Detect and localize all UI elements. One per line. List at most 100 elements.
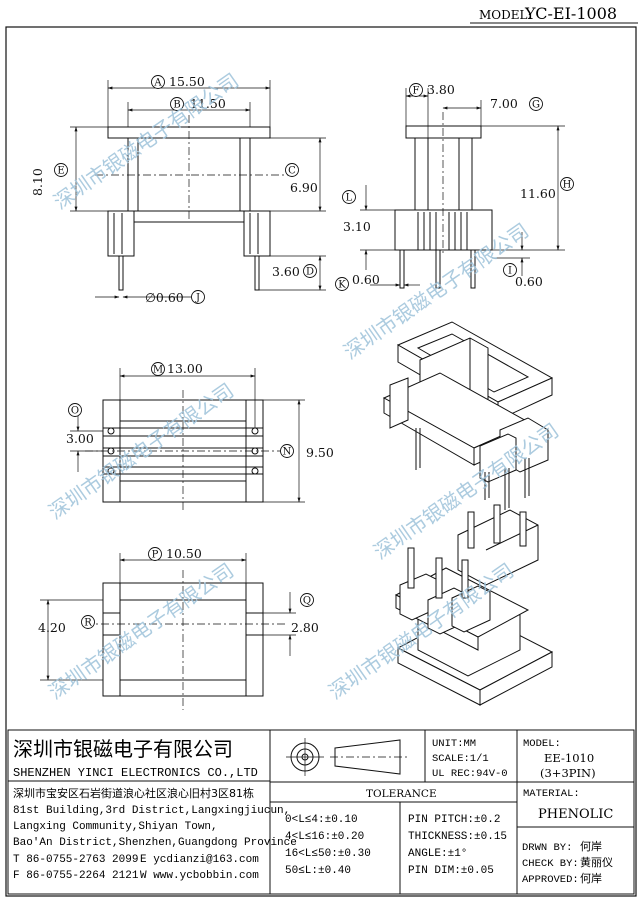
check-by-label: CHECK BY: [522,858,579,870]
svg-text:B: B [173,100,180,111]
tolerance-right-1: PIN PITCH:±0.2 [408,814,500,826]
dim-marker-r: R [81,615,95,629]
dim-marker-i: I [503,263,517,277]
address-en-line-1: 81st Building,3rd District,Langxingjiucu… [13,805,290,817]
dim-b-value: 11.50 [190,96,226,111]
address-en-line-3: Bao'An District,Shenzhen,Guangdong Provi… [13,837,297,849]
dim-marker-g: G [529,97,543,111]
dim-marker-j: J [191,290,205,304]
dim-q-value: 2.80 [291,620,319,635]
company-name-en: SHENZHEN YINCI ELECTRONICS CO.,LTD [13,766,258,780]
tolerance-right-4: PIN DIM:±0.05 [408,865,494,877]
dim-g-value: 7.00 [490,96,518,111]
tolerance-right-3: ANGLE:±1° [408,848,467,860]
bottom-view [40,553,296,710]
svg-text:C: C [288,166,296,177]
approved-by-label: APPROVED: [522,874,579,886]
isometric-view-assembled [382,321,554,510]
tolerance-left-1: 0<L≤4:±0.10 [285,814,358,826]
watermark-text: 深圳市银磁电子有限公司 [49,68,243,214]
unit-label: UNIT:MM [432,738,476,750]
title-block-text: 深圳市银磁电子有限公司 SHENZHEN YINCI ELECTRONICS C… [13,737,613,886]
watermark-text: 深圳市银磁电子有限公司 [44,558,238,704]
dim-a-value: 15.50 [169,74,205,89]
svg-text:E: E [57,166,64,177]
dim-o-value: 3.00 [66,431,94,446]
dim-marker-c: C [285,163,299,177]
svg-text:K: K [338,280,346,291]
dim-marker-b: B [170,97,184,111]
tolerance-title: TOLERANCE [366,788,437,800]
svg-text:H: H [563,180,572,191]
dim-marker-p: P [148,547,162,561]
dim-j-value: ∅0.60 [145,290,184,305]
dim-marker-e: E [54,163,68,177]
material-value: PHENOLIC [538,807,613,822]
dim-marker-l: L [342,190,356,204]
dim-l-value: 3.10 [343,219,371,234]
svg-text:F: F [413,86,420,97]
address-cn: 深圳市宝安区石岩街道浪心社区浪心旧村3区81栋 [13,786,254,800]
dim-marker-a: A [151,75,165,89]
svg-text:A: A [153,78,162,89]
dim-h-value: 11.60 [520,186,556,201]
dim-m-value: 13.00 [167,361,203,376]
dimension-markers: AB C D E F G H I J K L M N O P Q R [54,75,574,629]
dim-marker-f: F [409,83,423,97]
company-name-cn: 深圳市银磁电子有限公司 [13,737,233,761]
model-header-value: YC-EI-1008 [524,4,617,23]
sheet-border [5,26,637,897]
svg-text:R: R [84,618,92,629]
tolerance-left-3: 16<L≤50:±0.30 [285,848,371,860]
svg-text:L: L [346,193,353,204]
contact-web: W www.ycbobbin.com [140,870,259,882]
dim-marker-m: M [151,362,165,376]
dim-marker-d: D [303,264,317,278]
contact-tel: T 86-0755-2763 2099 [13,854,138,866]
ul-rec-label: UL REC:94V-0 [432,768,508,780]
model-value: EE-1010 [544,751,594,765]
isometric-view-underside [394,504,554,706]
model-header: MODEL: YC-EI-1008 [470,4,638,24]
dim-marker-n: N [280,444,294,458]
dim-p-value: 10.50 [166,546,202,561]
dim-marker-q: Q [300,593,314,607]
title-block [7,729,635,895]
model-pins: (3+3PIN) [540,766,596,780]
drawn-by-value: 何岸 [580,840,602,853]
check-by-value: 黄丽仪 [580,855,613,869]
material-label: MATERIAL: [523,788,580,800]
contact-fax: F 86-0755-2264 2121 [13,870,139,882]
dim-marker-h: H [560,177,574,191]
dim-c-value: 6.90 [290,180,318,195]
dim-marker-o: O [68,403,82,417]
dim-e-value: 8.10 [30,168,45,196]
svg-text:I: I [508,266,512,277]
scale-label: SCALE:1/1 [432,753,489,765]
tolerance-left-2: 4<L≤16:±0.20 [285,831,364,843]
svg-text:J: J [195,293,200,304]
svg-text:M: M [153,365,163,376]
dim-k-value: 0.60 [352,272,380,287]
approved-by-value: 何岸 [580,872,602,885]
tolerance-right-2: THICKNESS:±0.15 [408,831,507,843]
side-view [360,88,565,289]
svg-text:N: N [283,447,292,458]
svg-text:O: O [71,406,79,417]
svg-text:G: G [532,100,540,111]
dimension-values: 15.50 11.50 6.90 3.60 8.10 3.80 7.00 11.… [30,74,556,635]
dim-f-value: 3.80 [427,82,455,97]
address-en-line-2: Langxing Community,Shiyan Town, [13,821,218,833]
dim-marker-k: K [335,277,349,291]
tolerance-left-4: 50≤L:±0.40 [285,865,351,877]
svg-text:D: D [306,267,314,278]
svg-text:P: P [152,550,159,561]
contact-email: E ycdianzi@163.com [140,854,259,866]
model-label: MODEL: [523,738,561,750]
dim-i-value: 0.60 [515,274,543,289]
dim-d-value: 3.60 [272,264,300,279]
svg-text:Q: Q [303,596,311,607]
dim-r-value: 4.20 [38,620,66,635]
dim-n-value: 9.50 [306,445,334,460]
